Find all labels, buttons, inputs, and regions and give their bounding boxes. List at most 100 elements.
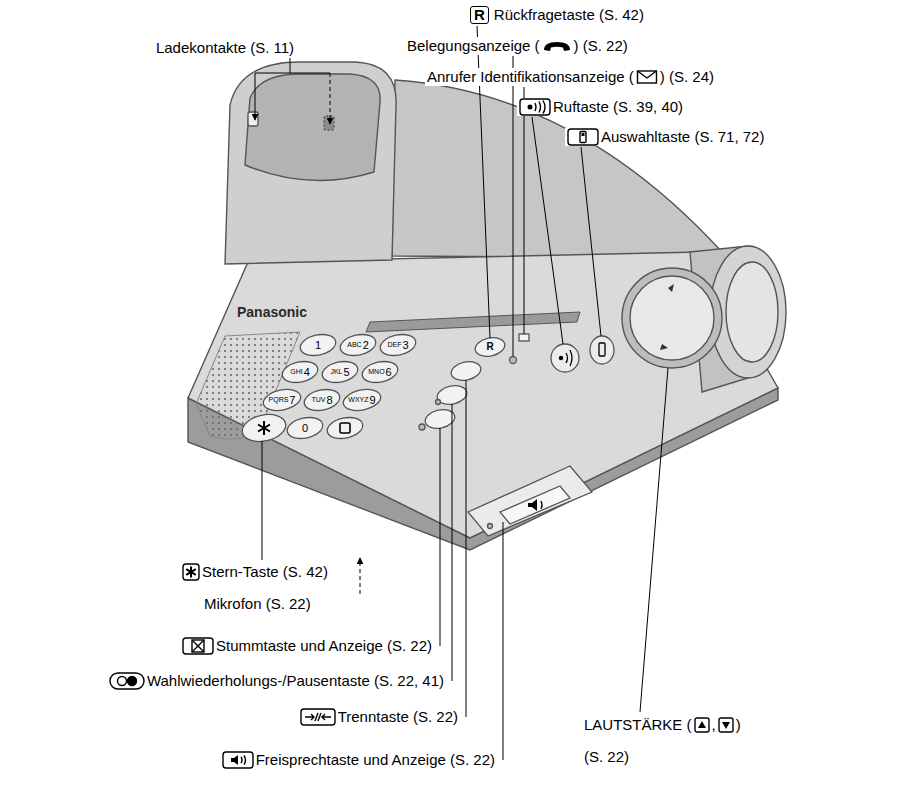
handset-cradle [225, 62, 396, 264]
function-buttons [473, 335, 506, 359]
function-buttons [500, 486, 570, 524]
ring-icon [535, 101, 545, 114]
keypad [261, 386, 302, 413]
leader-lines [524, 87, 525, 334]
envelope-icon [637, 71, 656, 78]
keypad [258, 421, 270, 435]
part-label: (S. 22) [584, 748, 629, 765]
redial-icon [117, 677, 126, 686]
key-label: 7 [289, 394, 295, 407]
part-label-row: Stern-Taste (S. 42) [180, 563, 330, 581]
function-buttons [468, 466, 592, 536]
key-label-row: JKL5 [330, 366, 349, 379]
mute-icon [192, 640, 204, 652]
part-label-row: Mikrofon (S. 22) [202, 595, 313, 612]
display-slot [366, 312, 580, 332]
part-label: Ladekontakte (S. 11) [156, 39, 294, 56]
leader-lines [360, 558, 361, 594]
sel-icon [580, 132, 586, 143]
key-label-row: ABC2 [347, 339, 369, 352]
key-label-row: GHI4 [290, 366, 310, 379]
keypad [280, 358, 319, 385]
part-label: Trenntaste (S. 22) [338, 708, 458, 725]
keypad [325, 414, 364, 441]
redial-icon [127, 677, 136, 686]
volume-dial [630, 276, 714, 360]
leader-lines [532, 117, 563, 344]
mute-icon [192, 640, 204, 652]
down-icon [722, 722, 730, 729]
display-slot [366, 312, 580, 332]
keypad [341, 386, 382, 413]
part-label: ) (S. 22) [574, 37, 628, 54]
part-label-row: Auswahltaste (S. 71, 72) [565, 128, 766, 146]
keypad [338, 331, 377, 358]
key-label: 8 [326, 394, 332, 407]
function-buttons [566, 350, 572, 366]
part-label: Ruftaste (S. 39, 40) [553, 98, 683, 115]
part-label: Mikrofon (S. 22) [204, 595, 311, 612]
part-label-row: Anrufer Identifikationsanzeige () (S. 24… [425, 68, 716, 85]
speaker-icon [222, 751, 254, 769]
part-label-row: Ladekontakte (S. 11) [154, 39, 296, 56]
key-label-row: TUV8 [311, 394, 332, 407]
key-label-row: MNO6 [368, 366, 391, 379]
keypad [240, 411, 288, 446]
part-label-row: Wahlwiederholungs-/Pausentaste (S. 22, 4… [107, 672, 446, 690]
key-label: PQRS [269, 396, 289, 404]
down-icon [719, 718, 733, 732]
keypad [285, 414, 324, 441]
function-buttons [510, 357, 517, 364]
trenn-icon [301, 709, 335, 725]
base-housing [726, 262, 778, 362]
part-label: Auswahltaste (S. 71, 72) [601, 128, 764, 145]
handset-icon [542, 39, 572, 53]
handset-cradle [324, 116, 334, 130]
mute-icon [182, 637, 214, 655]
handset-cradle [225, 62, 396, 264]
key-label: 0 [302, 422, 308, 435]
key-label: DEF [387, 341, 401, 349]
volume-dial [660, 344, 668, 350]
ring-icon [528, 105, 533, 110]
part-label-row: Belegungsanzeige ( ) (S. 22) [405, 37, 630, 54]
function-buttons [419, 424, 425, 430]
key-label: TUV [311, 396, 325, 404]
leader-lines [255, 58, 330, 73]
part-label: Stern-Taste (S. 42) [202, 563, 328, 580]
key-label: 1 [315, 339, 321, 352]
trenn-icon [305, 713, 331, 721]
brand-logo-row: Panasonic [237, 304, 307, 320]
key-label: MNO [368, 368, 384, 376]
ring-icon [519, 98, 551, 116]
keypad [240, 331, 418, 445]
function-buttons [551, 344, 579, 372]
speaker-icon [223, 752, 253, 768]
key-label: ABC [347, 341, 361, 349]
function-buttons [528, 499, 537, 511]
part-label: Belegungsanzeige ( [407, 37, 540, 54]
leader-lines [503, 522, 504, 760]
leader-lines [440, 428, 441, 646]
part-label: Wahlwiederholungs-/Pausentaste (S. 22, 4… [147, 672, 444, 689]
part-label-row: Stummtaste und Anzeige (S. 22) [180, 637, 434, 655]
volume-dial [668, 284, 674, 292]
keypad [302, 386, 341, 413]
leader-lines [255, 73, 256, 120]
key-label: 6 [386, 366, 392, 379]
redial-icon [109, 672, 145, 690]
ring-icon [520, 99, 550, 115]
function-buttons [436, 400, 441, 405]
function-buttons [541, 501, 542, 509]
part-label-row: Freisprechtaste und Anzeige (S. 22) [220, 751, 497, 769]
brand-logo: Panasonic [237, 304, 307, 320]
leader-lines [640, 368, 668, 712]
down-icon [718, 717, 734, 733]
key-label-row: R [486, 341, 493, 353]
trenn-icon [300, 708, 336, 726]
up-icon [698, 721, 706, 728]
part-label: , [712, 716, 716, 733]
keypad [298, 331, 337, 358]
